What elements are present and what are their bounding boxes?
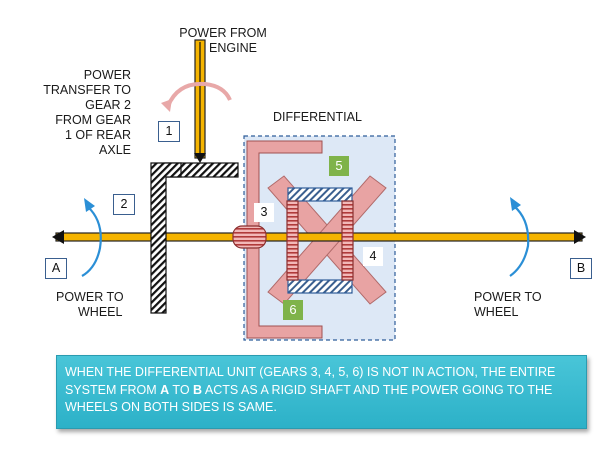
engine-label-line1: POWER FROM [179,26,267,40]
transfer-line: FROM GEAR [55,113,131,127]
engine-label: POWER FROM ENGINE [178,26,268,56]
wheel-left-label: POWER TO WHEEL [56,290,136,320]
rotation-arrow-engine-head [161,99,172,112]
engine-shaft-arrow [194,153,206,163]
rotation-arrow-engine [166,81,232,107]
caption-box: WHEN THE DIFFERENTIAL UNIT (GEARS 3, 4, … [56,355,587,429]
gear2-marker: 2 [113,194,135,215]
transfer-line: GEAR 2 [85,98,131,112]
differential-label: DIFFERENTIAL [273,110,362,124]
transfer-line: AXLE [99,143,131,157]
gear3-collar [232,225,267,249]
transfer-line: POWER [83,68,131,82]
gear2-shape [150,162,182,314]
rear-axle-shaft [55,232,583,242]
transfer-line: 1 OF REAR [65,128,131,142]
caption-point-b: B [193,382,203,397]
transfer-line: TRANSFER TO [43,83,131,97]
differential-cage [286,187,354,294]
rotation-arrow-left [81,198,102,277]
gear4-marker: 4 [363,247,383,266]
point-a-marker: A [45,258,67,279]
wheel-right-line2: WHEEL [474,305,519,319]
wheel-left-line2: WHEEL [78,305,123,319]
engine-label-line2: ENGINE [209,41,257,55]
wheel-right-label: POWER TO WHEEL [474,290,554,320]
caption-text-2: TO [169,382,194,397]
gear1-marker: 1 [158,121,180,142]
gear3-carrier [246,140,323,339]
shaft-arrow-right [574,230,586,244]
gear5-marker: 5 [329,156,349,176]
caption-point-a: A [160,382,170,397]
gear6-marker: 6 [283,300,303,320]
wheel-left-line1: POWER TO [56,290,124,304]
transfer-label: POWER TRANSFER TO GEAR 2 FROM GEAR 1 OF … [26,68,131,158]
caption-text-3: ACTS AS A RIGID SHAFT AND THE POWER GOIN… [65,382,553,415]
point-b-marker: B [570,258,592,279]
wheel-right-line1: POWER TO [474,290,542,304]
shaft-arrow-left [52,230,64,244]
rotation-arrow-right [509,197,530,277]
gear3-marker: 3 [254,203,274,222]
caption-text-1: WHEN THE DIFFERENTIAL UNIT (GEARS 3, 4, … [65,365,556,397]
